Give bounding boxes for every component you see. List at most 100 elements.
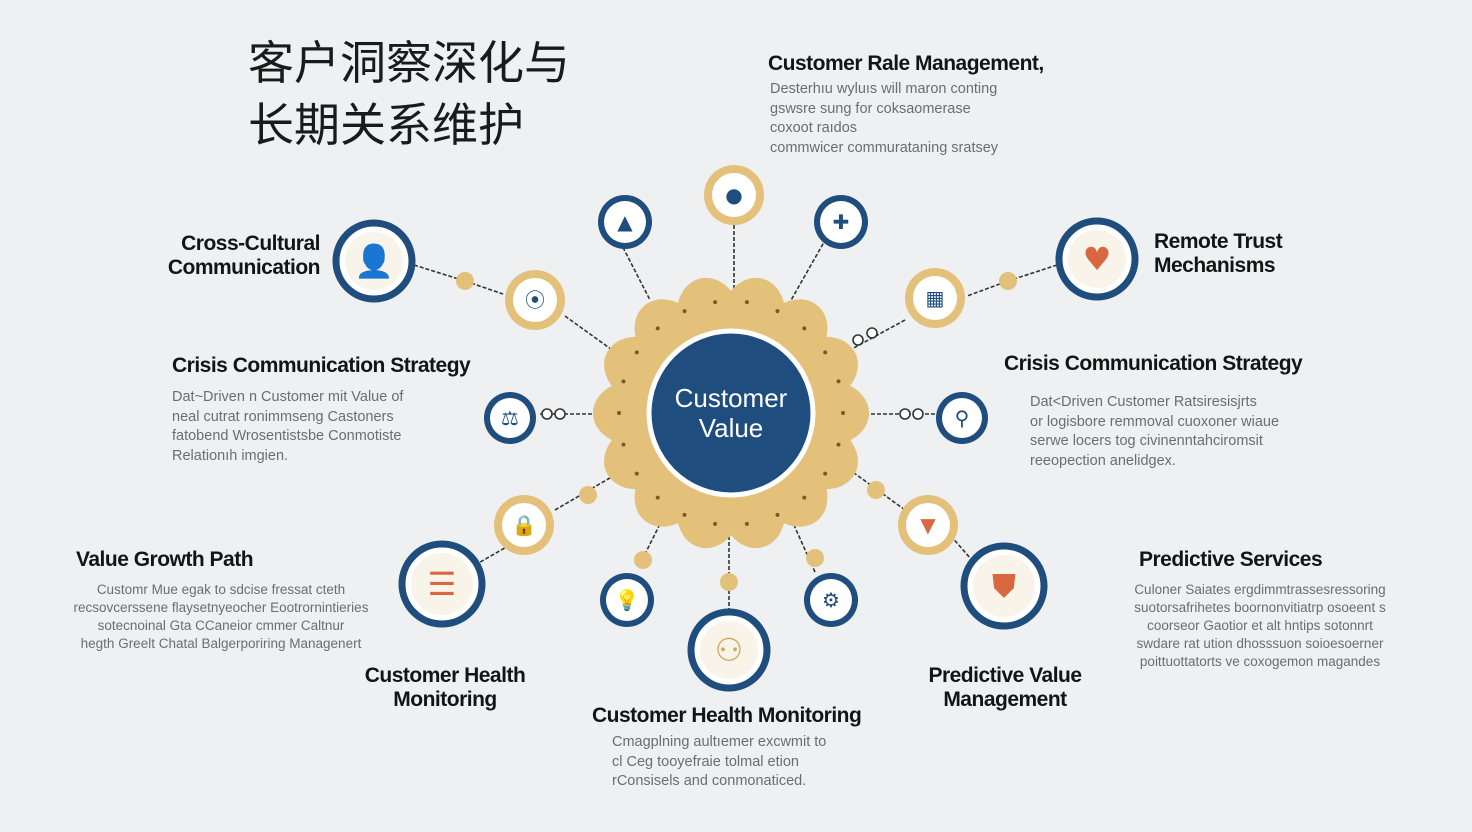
hub-speck-5 bbox=[744, 521, 749, 526]
hub-label-value: Value bbox=[699, 413, 764, 443]
hub-speck-7 bbox=[682, 512, 687, 517]
hub-speck-14 bbox=[655, 326, 660, 331]
label-crisis-right-body: Dat<Driven Customer Ratsiresisjrts or lo… bbox=[1030, 394, 1280, 469]
hub-speck-12 bbox=[621, 379, 626, 384]
connector-dot-0 bbox=[456, 272, 474, 290]
node-fill bbox=[513, 278, 557, 322]
hub-speck-11 bbox=[617, 411, 621, 415]
hub-speck-16 bbox=[713, 300, 718, 305]
node-glyph: ● bbox=[725, 183, 742, 207]
node-glyph: ⚙ bbox=[822, 588, 840, 612]
node-fill bbox=[606, 579, 648, 621]
node-glyph: 🔒 bbox=[512, 513, 537, 537]
hub-speck-0 bbox=[841, 411, 845, 415]
node-fill bbox=[973, 555, 1035, 617]
warning-icon: ▼ bbox=[898, 495, 958, 555]
node-fill bbox=[712, 173, 756, 217]
label-predictive-services-body: Culoner Saiates ergdimmtrassesressoring … bbox=[1134, 582, 1386, 669]
hub-speck-10 bbox=[621, 442, 626, 447]
scale-icon: ⚖ bbox=[484, 392, 536, 444]
hub-speck-9 bbox=[634, 471, 639, 476]
node-fill bbox=[604, 201, 646, 243]
node-glyph: ⚲ bbox=[955, 406, 970, 430]
node-glyph: ⚇ bbox=[715, 631, 744, 669]
page-title: 客户洞察深化与 长期关系维护 bbox=[248, 32, 668, 156]
connector-line-6 bbox=[849, 319, 906, 351]
link-ring-3 bbox=[554, 408, 566, 420]
node-fill bbox=[700, 621, 758, 679]
hub-speck-18 bbox=[775, 309, 780, 314]
node-fill bbox=[490, 398, 530, 438]
shield-icon: ⛊ bbox=[960, 542, 1048, 630]
node-fill bbox=[820, 201, 862, 243]
page-title-line-2: 长期关系维护 bbox=[248, 98, 524, 152]
plus-icon: ✚ bbox=[814, 195, 868, 249]
hub-speck-4 bbox=[775, 512, 780, 517]
node-fill bbox=[810, 579, 852, 621]
node-glyph: 💡 bbox=[615, 588, 640, 612]
node-glyph: ▲ bbox=[617, 210, 633, 234]
hub-navy-disc bbox=[646, 328, 816, 498]
node-glyph: 👤 bbox=[354, 242, 394, 280]
node-glyph: ♥ bbox=[1083, 240, 1112, 278]
hub-speck-13 bbox=[634, 350, 639, 355]
triangle-icon: ▲ bbox=[598, 195, 652, 249]
hub-speck-2 bbox=[823, 471, 828, 476]
label-value-growth-body: Customr Mue egak to sdcise fressat cteth… bbox=[73, 582, 369, 651]
connector-dot-3 bbox=[867, 481, 885, 499]
node-glyph: ▼ bbox=[920, 513, 936, 537]
hub-speck-20 bbox=[823, 350, 828, 355]
node-glyph: ▦ bbox=[926, 286, 945, 310]
connector-dot-1 bbox=[999, 272, 1017, 290]
hub-speck-17 bbox=[744, 300, 749, 305]
magnifier-icon: ⚇ bbox=[687, 608, 771, 692]
node-fill bbox=[906, 503, 950, 547]
bulb-icon: 💡 bbox=[600, 573, 654, 627]
label-remote-trust-title: Remote Trust Mechanisms bbox=[1154, 230, 1283, 277]
page-title-line-1: 客户洞察深化与 bbox=[248, 36, 570, 90]
node-glyph: ☰ bbox=[428, 565, 457, 603]
link-ring-2 bbox=[541, 408, 553, 420]
node-glyph: ⦿ bbox=[525, 288, 545, 312]
label-predictive-value-title: Predictive Value Management bbox=[928, 664, 1082, 711]
heart-icon: ♥ bbox=[1055, 217, 1139, 301]
label-health-bottom-body: Cmagplning aultıemer excwmit to cl Ceg t… bbox=[612, 734, 827, 789]
node-fill bbox=[502, 503, 546, 547]
icon-nodes: 👤 ♥ ⦿ ▦ ⚖ ⚲ 🔒 ☰ ⛊ ⚇ 💡 ⚙ ▼ ▲ ● ✚ bbox=[332, 165, 1139, 692]
clipboard-icon: ☰ bbox=[398, 540, 486, 628]
plant-icon: ⚲ bbox=[936, 392, 988, 444]
label-customer-rale-management-body: Desterhıu wyluıs will maron conting gsws… bbox=[770, 81, 999, 156]
hub-speck-19 bbox=[802, 326, 807, 331]
node-fill bbox=[345, 232, 403, 290]
hub-speck-3 bbox=[802, 495, 807, 500]
label-health-left-title: Customer Health Monitoring bbox=[364, 664, 526, 711]
link-ring-0 bbox=[852, 334, 864, 346]
chart-icon: ▦ bbox=[905, 268, 965, 328]
globe-icon: ● bbox=[704, 165, 764, 225]
node-fill bbox=[411, 553, 473, 615]
connector-dot-6 bbox=[806, 549, 824, 567]
hub-speck-8 bbox=[655, 495, 660, 500]
node-glyph: ⛊ bbox=[992, 567, 1016, 605]
node-fill bbox=[913, 276, 957, 320]
node-fill bbox=[1068, 230, 1126, 288]
user-icon: 👤 bbox=[332, 219, 416, 303]
lock-icon: 🔒 bbox=[494, 495, 554, 555]
label-crisis-left-body: Dat~Driven n Customer mit Value of neal … bbox=[172, 389, 404, 464]
node-glyph: ⚖ bbox=[501, 406, 519, 430]
connector-dot-2 bbox=[579, 486, 597, 504]
node-fill bbox=[942, 398, 982, 438]
connector-lines bbox=[413, 225, 1058, 612]
gear-icon: ⚙ bbox=[804, 573, 858, 627]
label-health-bottom-title: Customer Health Monitoring bbox=[592, 704, 862, 727]
label-value-growth-title: Value Growth Path bbox=[76, 548, 254, 571]
link-ring-5 bbox=[912, 408, 924, 420]
connector-line-0 bbox=[413, 264, 504, 295]
hub-speck-1 bbox=[836, 442, 841, 447]
link-ring-4 bbox=[899, 408, 911, 420]
label-crisis-left-title: Crisis Communication Strategy bbox=[172, 354, 471, 377]
label-predictive-services-title: Predictive Services bbox=[1139, 548, 1323, 571]
